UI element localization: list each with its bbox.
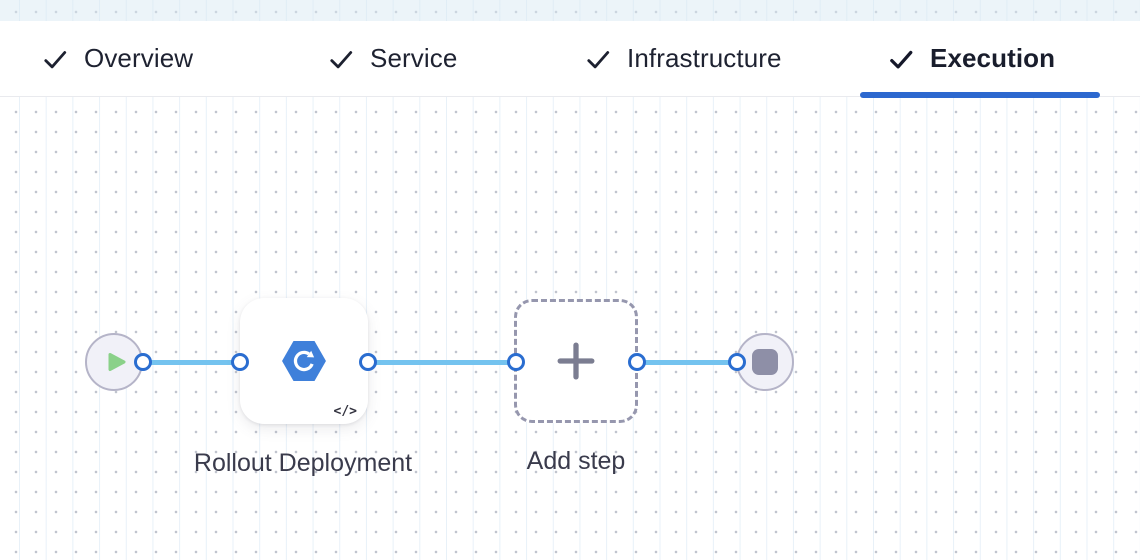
tab-label: Overview xyxy=(84,43,194,73)
check-icon xyxy=(585,46,611,72)
connector-port[interactable] xyxy=(507,353,525,371)
tab-label: Infrastructure xyxy=(627,43,782,73)
check-icon xyxy=(328,46,354,72)
add-step-label[interactable]: Add step xyxy=(526,447,626,475)
start-node xyxy=(85,333,143,391)
connector-port[interactable] xyxy=(359,353,377,371)
connector-port[interactable] xyxy=(231,353,249,371)
tab-infrastructure[interactable]: Infrastructure xyxy=(585,21,782,96)
connector-edge xyxy=(637,359,737,365)
step-card-rollout-deployment[interactable]: </> xyxy=(240,298,368,424)
connector-port[interactable] xyxy=(134,353,152,371)
add-step-button[interactable] xyxy=(514,299,638,423)
tab-service[interactable]: Service xyxy=(328,21,457,96)
tab-execution[interactable]: Execution xyxy=(888,21,1055,96)
connector-port[interactable] xyxy=(628,353,646,371)
check-icon xyxy=(888,46,914,72)
connector-port[interactable] xyxy=(728,353,746,371)
check-icon xyxy=(42,46,68,72)
tab-label: Service xyxy=(370,43,458,73)
plus-icon xyxy=(557,342,595,380)
canvas-top-strip xyxy=(0,0,1140,21)
play-icon xyxy=(104,350,128,374)
connector-edge xyxy=(368,359,516,365)
stage-tabs: Overview Service Infrastructure xyxy=(0,21,1140,98)
connector-edge xyxy=(143,359,240,365)
tab-label: Execution xyxy=(930,43,1056,73)
stop-icon xyxy=(752,349,778,375)
rollout-deployment-icon xyxy=(281,340,327,382)
step-label-rollout-deployment: Rollout Deployment xyxy=(193,449,413,477)
active-tab-underline xyxy=(860,92,1100,98)
tab-overview[interactable]: Overview xyxy=(42,21,193,96)
code-icon[interactable]: </> xyxy=(333,404,357,419)
